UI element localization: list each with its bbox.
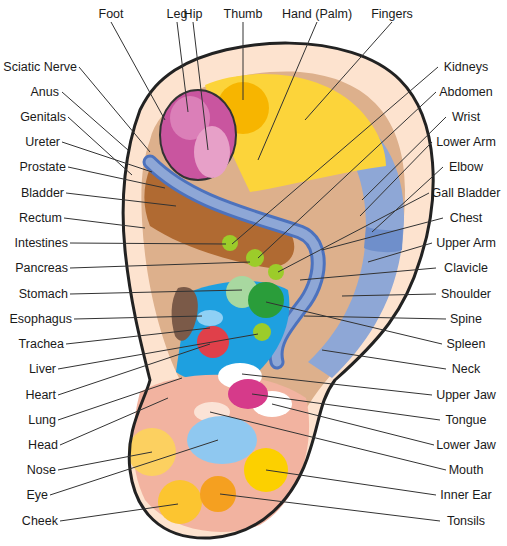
part-label: Stomach xyxy=(19,287,68,301)
part-label: Hip xyxy=(184,7,203,21)
cheek-zone xyxy=(158,480,202,524)
part-label: Eye xyxy=(26,488,48,502)
part-label: Elbow xyxy=(449,160,483,174)
part-label: Neck xyxy=(452,362,480,376)
tongue-zone xyxy=(228,379,268,409)
part-label: Esophagus xyxy=(9,312,72,326)
tragus xyxy=(172,287,198,341)
eye-zone xyxy=(187,416,257,464)
part-label: Genitals xyxy=(20,110,66,124)
part-label: Fingers xyxy=(371,7,413,21)
part-label: Head xyxy=(28,438,58,452)
part-label: Rectum xyxy=(19,211,62,225)
part-label: Mouth xyxy=(449,463,484,477)
part-label: Ureter xyxy=(25,135,60,149)
intestines-zone xyxy=(222,235,238,251)
part-label: Nose xyxy=(27,463,56,477)
part-label: Wrist xyxy=(452,110,480,124)
foot-zone xyxy=(160,90,236,180)
part-label: Lower Jaw xyxy=(436,438,496,452)
part-label: Spleen xyxy=(447,337,486,351)
part-label: Lower Arm xyxy=(436,135,496,149)
part-label: Thumb xyxy=(224,7,263,21)
part-label: Foot xyxy=(98,7,123,21)
trachea-zone xyxy=(197,310,223,326)
part-label: Upper Arm xyxy=(436,236,496,250)
part-label: Tongue xyxy=(445,413,486,427)
part-label: Sciatic Nerve xyxy=(3,60,77,74)
part-label: Spine xyxy=(450,312,482,326)
part-label: Pancreas xyxy=(15,261,68,275)
ear-outer xyxy=(123,43,433,538)
pancreas-zone xyxy=(246,249,264,267)
part-label: Heart xyxy=(25,388,56,402)
part-label: Trachea xyxy=(19,337,64,351)
part-label: Kidneys xyxy=(444,60,488,74)
ear-outline xyxy=(123,43,433,538)
gallbladder-zone xyxy=(268,264,284,280)
tonsil-zone xyxy=(200,476,236,512)
part-label: Intestines xyxy=(14,236,68,250)
part-label: Lung xyxy=(28,413,56,427)
part-label: Abdomen xyxy=(439,85,493,99)
part-label: Clavicle xyxy=(444,261,488,275)
part-label: Chest xyxy=(450,211,483,225)
part-label: Bladder xyxy=(21,186,64,200)
liver-zone xyxy=(253,323,271,341)
part-label: Tonsils xyxy=(447,514,485,528)
part-label: Liver xyxy=(29,362,56,376)
leader-lines xyxy=(50,22,446,521)
part-label: Shoulder xyxy=(441,287,491,301)
part-label: Anus xyxy=(31,85,60,99)
part-label: Upper Jaw xyxy=(436,388,496,402)
part-label: Prostate xyxy=(19,160,66,174)
part-label: Hand (Palm) xyxy=(282,7,352,21)
part-label: Inner Ear xyxy=(440,488,491,502)
hip-zone xyxy=(194,126,230,178)
part-label: Cheek xyxy=(22,514,58,528)
spleen-zone xyxy=(248,282,284,318)
part-label: Gall Bladder xyxy=(432,186,501,200)
